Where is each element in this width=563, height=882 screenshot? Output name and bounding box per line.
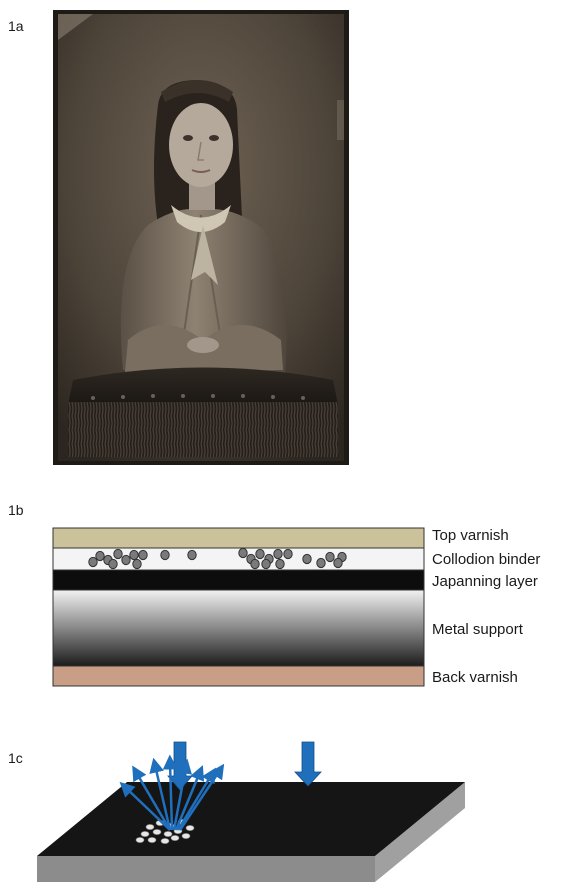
silver-particle bbox=[274, 549, 282, 558]
incident-arrow-right bbox=[295, 742, 321, 786]
silver-particle bbox=[284, 549, 292, 558]
silver-particle bbox=[114, 549, 122, 558]
silver-particle bbox=[96, 551, 104, 560]
silver-particle bbox=[317, 558, 325, 567]
silver-particle bbox=[262, 559, 270, 568]
silver-particle bbox=[139, 550, 147, 559]
layer-metal-support bbox=[53, 590, 424, 666]
silver-particle bbox=[161, 550, 169, 559]
layer-top-varnish bbox=[53, 528, 424, 548]
label-back-varnish: Back varnish bbox=[432, 669, 518, 686]
silver-particle bbox=[89, 557, 97, 566]
silver-particle bbox=[109, 559, 117, 568]
plate-front-side bbox=[37, 856, 375, 882]
tintype-photograph bbox=[53, 10, 349, 465]
silver-particle bbox=[133, 559, 141, 568]
silver-particle bbox=[303, 554, 311, 563]
silver-particle bbox=[188, 550, 196, 559]
silver-particle bbox=[130, 550, 138, 559]
label-metal-support: Metal support bbox=[432, 621, 523, 638]
layer-back-varnish bbox=[53, 666, 424, 686]
label-japanning-layer: Japanning layer bbox=[432, 573, 538, 590]
label-collodion-binder: Collodion binder bbox=[432, 551, 540, 568]
layer-japanning bbox=[53, 570, 424, 590]
silver-particle bbox=[256, 549, 264, 558]
silver-particle bbox=[251, 559, 259, 568]
panel-label-1a: 1a bbox=[8, 18, 24, 34]
chair-fringe bbox=[68, 402, 338, 457]
silver-particle bbox=[334, 558, 342, 567]
silver-particle bbox=[326, 552, 334, 561]
panel-label-1b: 1b bbox=[8, 502, 24, 518]
label-top-varnish: Top varnish bbox=[432, 527, 509, 544]
silver-particle bbox=[276, 559, 284, 568]
reflection-diagram bbox=[0, 730, 563, 882]
silver-particle bbox=[239, 548, 247, 557]
silver-particle bbox=[122, 555, 130, 564]
